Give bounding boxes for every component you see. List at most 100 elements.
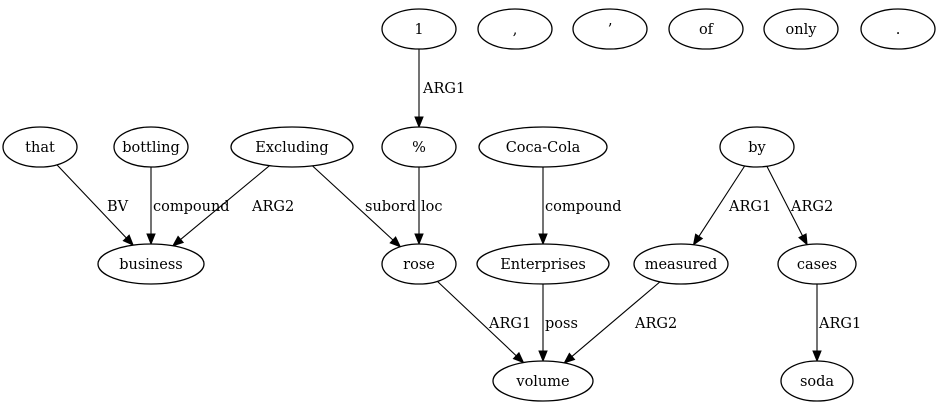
edge-n1-to-percent: ARG1 <box>414 49 465 129</box>
edge-label: subord <box>365 199 416 215</box>
arrowhead <box>171 235 185 247</box>
node-label: of <box>699 22 715 38</box>
edge-label: ARG2 <box>634 316 677 332</box>
node-bottling: bottling <box>113 126 189 168</box>
edge-that-to-business: BV <box>56 164 135 247</box>
node-by: by <box>719 126 795 168</box>
node-apos: ’ <box>572 8 648 50</box>
arrowhead <box>414 233 424 246</box>
arrowhead <box>563 352 576 364</box>
edge-line <box>437 280 517 357</box>
node-that: that <box>2 126 78 168</box>
edge-label: ARG1 <box>728 199 771 215</box>
edge-label: ARG1 <box>422 81 465 97</box>
node-ellipse <box>476 243 610 285</box>
edge-label: ARG2 <box>251 199 294 215</box>
node-label: Enterprises <box>500 257 586 273</box>
arrowhead <box>146 233 156 246</box>
node-ellipse <box>777 243 857 285</box>
node-ellipse <box>97 243 205 285</box>
node-label: Excluding <box>255 140 328 156</box>
edge-label: ARG2 <box>790 199 833 215</box>
node-only: only <box>763 8 839 50</box>
edge-rose-to-volume: ARG1 <box>437 280 531 364</box>
arrowhead <box>798 233 808 246</box>
arrowhead <box>122 234 135 247</box>
node-ellipse <box>477 8 553 50</box>
node-label: measured <box>645 257 718 273</box>
node-soda: soda <box>780 360 854 402</box>
edge-line <box>56 164 127 239</box>
edge-label: compound <box>153 199 230 215</box>
node-label: 1 <box>414 22 423 38</box>
edge-cases-to-soda: ARG1 <box>812 284 861 363</box>
node-cases: cases <box>777 243 857 285</box>
node-ellipse <box>113 126 189 168</box>
arrowhead <box>414 116 424 129</box>
arrowhead <box>538 350 548 363</box>
node-ellipse <box>478 126 608 168</box>
edge-line <box>766 166 804 237</box>
node-ellipse <box>763 8 839 50</box>
edge-measured-to-volume: ARG2 <box>563 281 677 364</box>
node-enterprises: Enterprises <box>476 243 610 285</box>
edge-bottling-to-business: compound <box>146 167 230 246</box>
node-label: ’ <box>608 22 613 38</box>
node-ellipse <box>860 8 936 50</box>
edge-label: ARG1 <box>818 316 861 332</box>
edge-excluding-to-rose: subord <box>312 165 416 248</box>
node-label: only <box>786 22 818 38</box>
arrowhead <box>538 233 548 246</box>
edge-cocacola-to-enterprises: compound <box>538 167 622 246</box>
node-label: rose <box>403 257 435 273</box>
node-ellipse <box>381 126 457 168</box>
node-label: . <box>896 22 901 38</box>
edge-label: ARG1 <box>488 316 531 332</box>
edge-enterprises-to-volume: poss <box>538 284 578 363</box>
arrowhead <box>512 351 525 364</box>
node-label: % <box>412 140 426 156</box>
arrowhead <box>389 236 402 248</box>
node-ellipse <box>381 243 457 285</box>
edge-excluding-to-business: ARG2 <box>171 165 294 247</box>
nodes-layer: 1, ’ of only. that bottling Excluding% Coca-Col… <box>2 8 936 402</box>
edge-line <box>312 165 394 241</box>
node-comma: , <box>477 8 553 50</box>
node-label: Coca-Cola <box>506 140 581 156</box>
edge-percent-to-rose: loc <box>414 167 443 246</box>
node-period: . <box>860 8 936 50</box>
node-n1: 1 <box>381 8 457 50</box>
node-ellipse <box>230 126 354 168</box>
edge-label: BV <box>107 199 129 215</box>
node-label: volume <box>515 374 569 390</box>
node-rose: rose <box>381 243 457 285</box>
node-cocacola: Coca-Cola <box>478 126 608 168</box>
node-excluding: Excluding <box>230 126 354 168</box>
node-label: soda <box>800 374 834 390</box>
node-measured: measured <box>633 243 729 285</box>
node-ellipse <box>668 8 744 50</box>
edge-label: poss <box>545 316 578 332</box>
edge-label: compound <box>545 199 622 215</box>
edge-line <box>180 165 270 240</box>
arrowhead <box>692 233 704 246</box>
node-percent: % <box>381 126 457 168</box>
edge-by-to-measured: ARG1 <box>692 165 771 246</box>
edge-line <box>571 281 661 357</box>
node-label: business <box>119 257 183 273</box>
edge-line <box>698 165 746 237</box>
node-ellipse <box>719 126 795 168</box>
node-ellipse <box>780 360 854 402</box>
node-label: that <box>25 140 55 156</box>
node-label: by <box>748 140 766 156</box>
node-ellipse <box>381 8 457 50</box>
node-ellipse <box>633 243 729 285</box>
node-label: bottling <box>122 140 180 156</box>
edge-label: loc <box>421 199 443 215</box>
node-label: cases <box>797 257 837 273</box>
node-business: business <box>97 243 205 285</box>
edge-by-to-cases: ARG2 <box>766 166 833 246</box>
node-of: of <box>668 8 744 50</box>
